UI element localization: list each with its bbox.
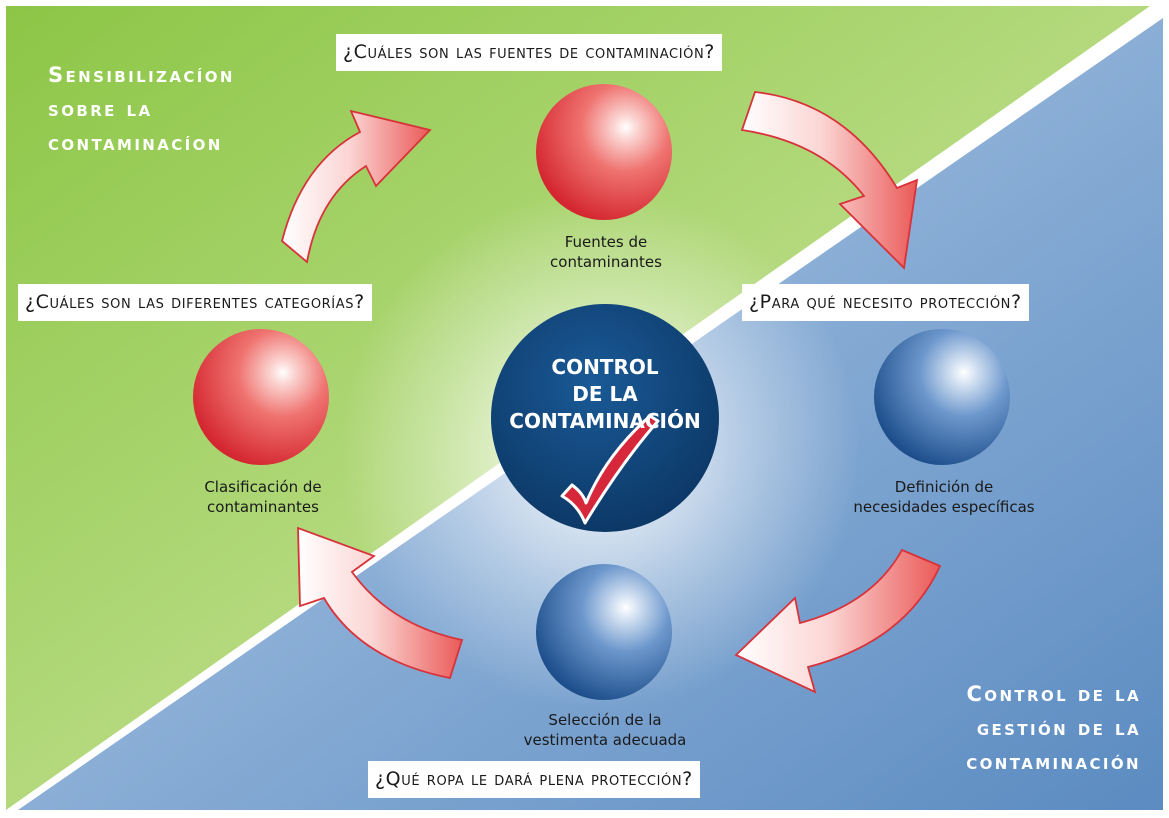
sphere-fuentes (536, 84, 672, 220)
node-label-seleccion: Selección de la vestimenta adecuada (524, 710, 687, 750)
node-label-clasificacion-line-2: contaminantes (207, 498, 319, 516)
heading-sensibilizacion-line-3: contaminacíon (48, 131, 223, 155)
center-title-line-1: CONTROL (551, 355, 659, 379)
node-label-clasificacion-line-1: Clasificación de (204, 478, 322, 496)
heading-sensibilizacion-line-2: sobre la (48, 97, 153, 121)
center-circle (491, 304, 719, 532)
heading-control-gestion-line-1: Control de la (966, 682, 1141, 706)
node-label-definicion-line-2: necesidades específicas (853, 498, 1035, 516)
checkmark-icon (560, 414, 660, 525)
node-label-seleccion-line-1: Selección de la (548, 711, 662, 729)
heading-sensibilizacion-line-1: Sensibilizacíon (48, 63, 235, 87)
heading-control-gestion-line-2: gestión de la (976, 716, 1141, 740)
node-label-seleccion-line-2: vestimenta adecuada (523, 731, 687, 749)
sphere-definicion (874, 329, 1010, 465)
arrow-top-to-right (740, 91, 919, 270)
center-title-line-2: DE LA (572, 382, 638, 406)
center-title: CONTROL DE LA CONTAMINACIÓN (500, 354, 710, 435)
sphere-clasificacion (193, 329, 329, 465)
node-label-definicion: Definición de necesidades específicas (853, 477, 1034, 517)
heading-control-gestion-line-3: contaminación (966, 750, 1141, 774)
node-label-fuentes-line-1: Fuentes de (564, 233, 648, 251)
node-label-clasificacion: Clasificación de contaminantes (204, 477, 321, 517)
heading-sensibilizacion: Sensibilizacíon sobre la contaminacíon (48, 58, 235, 160)
question-top: ¿Cuáles son las fuentes de contaminación… (336, 34, 722, 71)
question-bottom: ¿Qué ropa le dará plena protección? (368, 761, 700, 798)
node-label-fuentes: Fuentes de contaminantes (550, 232, 662, 272)
arrow-bottom-to-left (297, 526, 464, 680)
node-label-fuentes-line-2: contaminantes (550, 253, 662, 271)
heading-control-gestion: Control de la gestión de la contaminació… (966, 677, 1141, 779)
question-right: ¿Para qué necesito protección? (742, 284, 1029, 321)
node-label-definicion-line-1: Definición de (894, 478, 994, 496)
arrow-right-to-bottom (734, 548, 942, 694)
sphere-seleccion (536, 564, 672, 700)
center-title-line-3: CONTAMINACIÓN (509, 409, 701, 433)
question-left: ¿Cuáles son las diferentes categorías? (18, 284, 372, 321)
arrow-left-to-top (280, 109, 432, 264)
